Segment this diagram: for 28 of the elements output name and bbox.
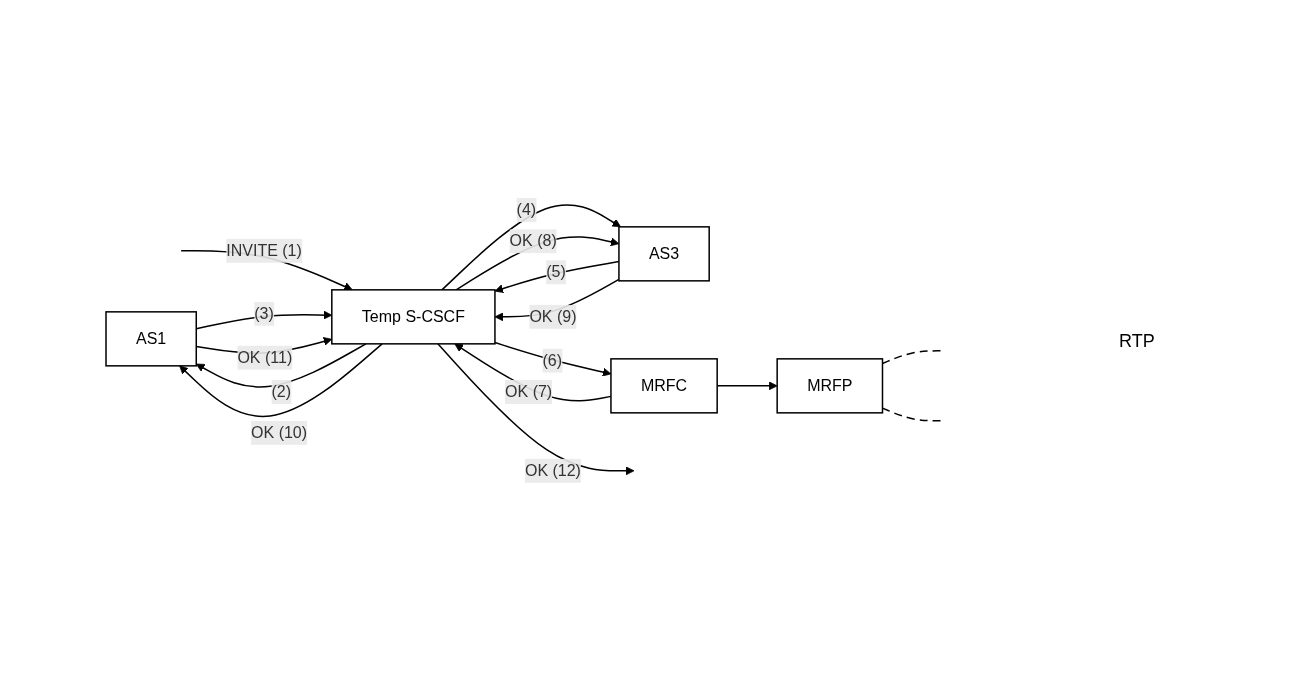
- edge-label: (5): [546, 262, 566, 280]
- edge-label: (3): [254, 304, 275, 322]
- edge-label: OK (8): [509, 231, 557, 249]
- edge-label: OK (9): [529, 307, 577, 325]
- edge-label: OK (11): [237, 348, 293, 366]
- edge-label: OK (7): [505, 382, 553, 400]
- node-box: MRFP: [776, 357, 884, 414]
- edge-label: OK (12): [525, 461, 582, 479]
- connector: [882, 406, 944, 422]
- arrow: [179, 342, 384, 417]
- edge-label: (6): [542, 351, 563, 369]
- edge-label: (2): [271, 382, 292, 400]
- arrow: [454, 343, 612, 402]
- node-box: Temp S-CSCF: [331, 288, 496, 345]
- node-box: AS1: [105, 310, 198, 367]
- node-box: MRFC: [610, 357, 719, 414]
- arrow: [441, 203, 622, 291]
- arrow: [494, 260, 620, 293]
- arrow: [494, 341, 612, 376]
- node-box: AS3: [618, 225, 711, 282]
- note-label: RTP: [1119, 331, 1155, 352]
- edge-label: OK (10): [251, 423, 308, 441]
- edge-label: (4): [516, 200, 537, 218]
- connector: [882, 349, 944, 364]
- edge-label: INVITE (1): [226, 241, 303, 259]
- arrow: [437, 342, 635, 475]
- arrow: [455, 235, 620, 291]
- arrow: [196, 342, 367, 388]
